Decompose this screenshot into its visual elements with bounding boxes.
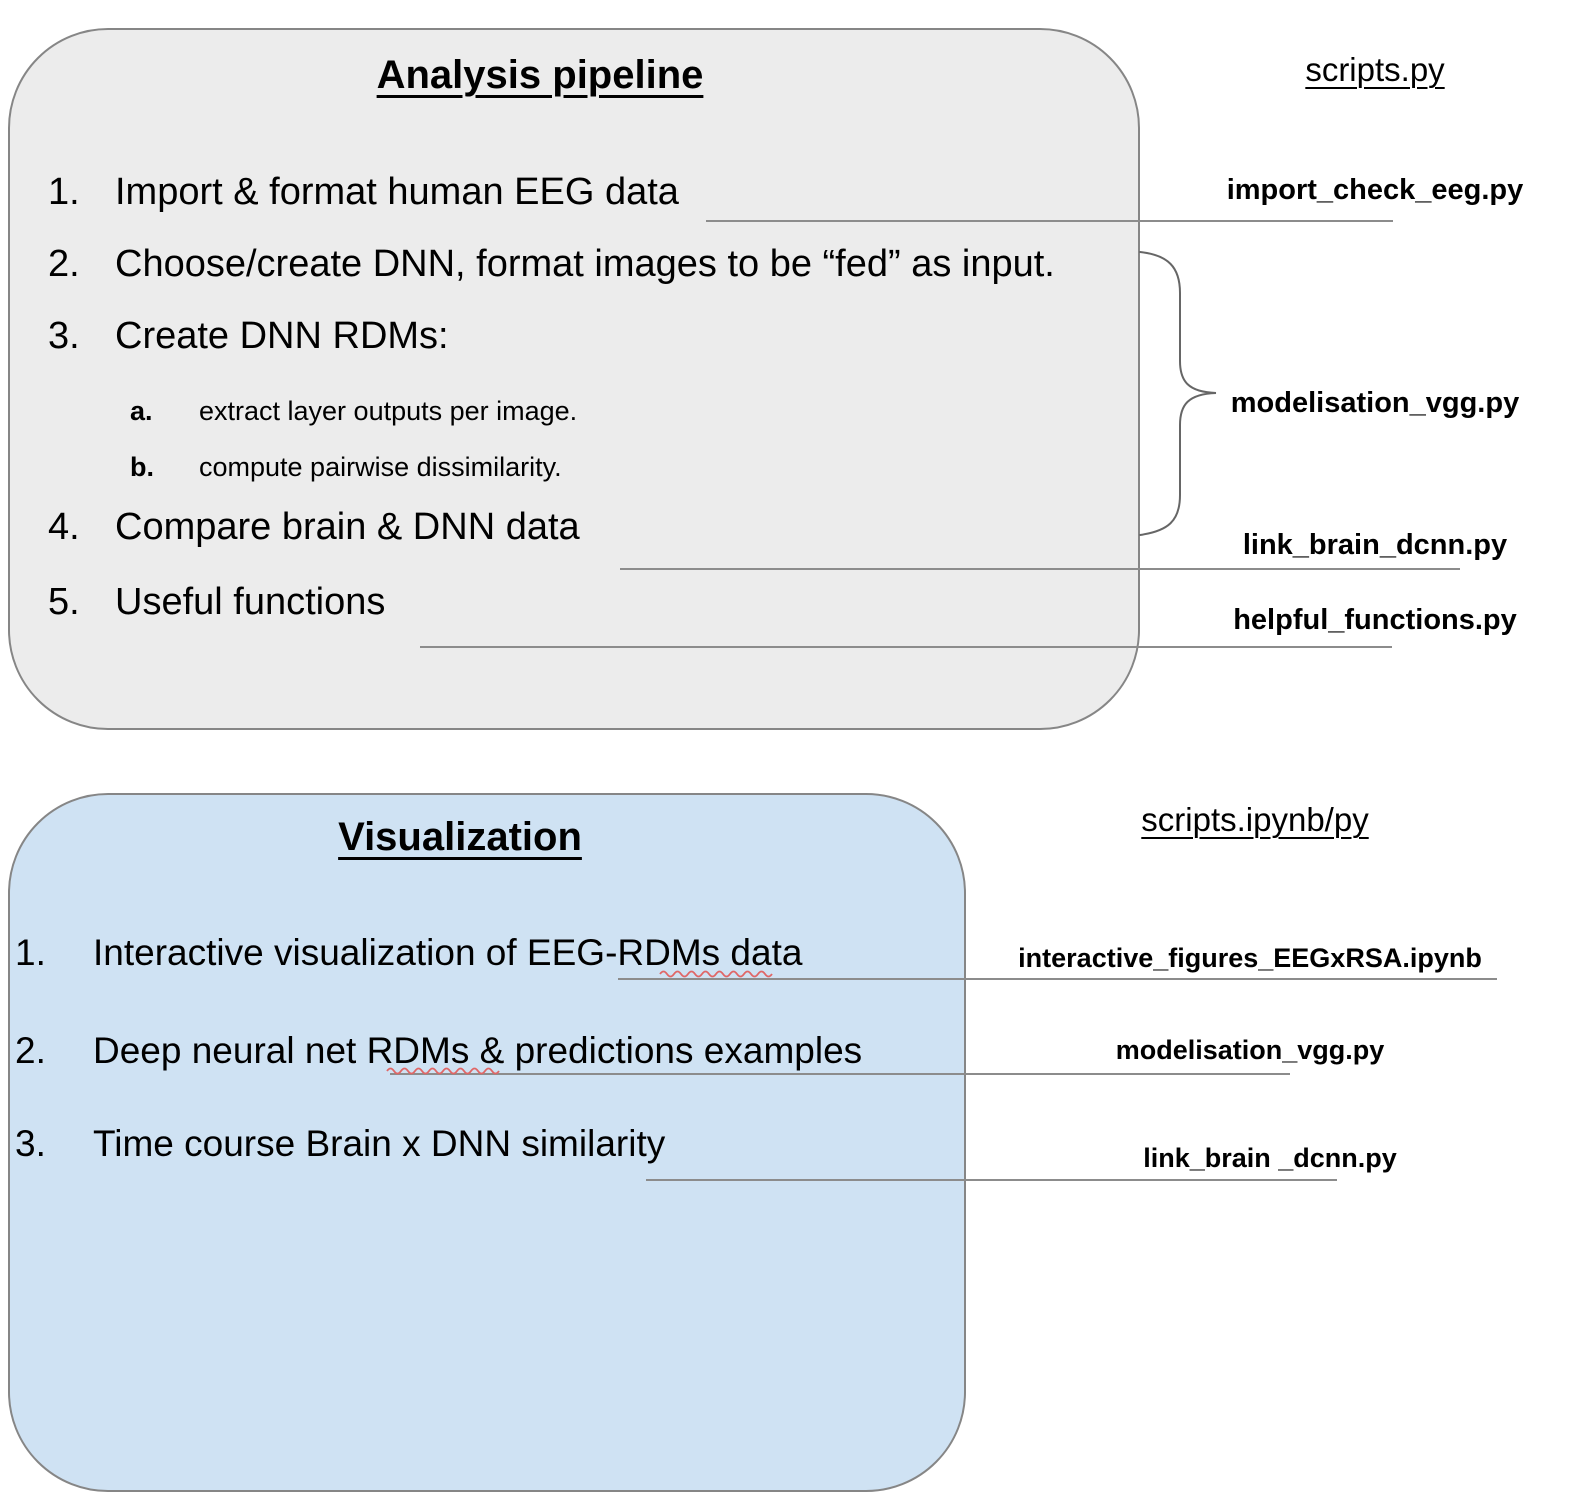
item-number: 3. [48,315,80,357]
item-label: Time course Brain x DNN similarity [93,1123,666,1164]
item-label: Choose/create DNN, format images to be “… [115,243,1055,285]
connector-line-timecourse [646,1179,1337,1181]
file-modelisation-vgg-2: modelisation_vgg.py [1115,1035,1385,1065]
visualization-box [8,793,966,1492]
item-label: Create DNN RDMs: [115,315,449,357]
file-link-brain-dcnn: link_brain_dcnn.py [1242,529,1508,561]
spellcheck-squiggle [386,1067,500,1075]
item-label: Import & format human EEG data [115,171,679,213]
curly-brace [1139,251,1217,536]
analysis-pipeline-box [8,28,1140,730]
file-import-check-eeg: import_check_eeg.py [1226,174,1524,206]
pipeline-item-1: 1. Import & format human EEG data [48,171,679,215]
item-label: Deep neural net RDMs & predictions examp… [93,1030,863,1071]
item-number: 4. [48,506,80,548]
item-label: Useful functions [115,581,386,623]
item-number: a. [130,396,153,426]
analysis-pipeline-title: Analysis pipeline [376,53,704,97]
item-label: Compare brain & DNN data [115,506,580,548]
pipeline-item-3: 3. Create DNN RDMs: [48,315,449,359]
file-link-brain-dcnn-2: link_brain _dcnn.py [1143,1143,1397,1173]
item-number: b. [130,452,154,482]
item-number: 5. [48,581,80,623]
file-interactive-figures: interactive_figures_EEGxRSA.ipynb [1018,943,1482,973]
connector-line-interactive [618,978,1497,980]
pipeline-item-5: 5. Useful functions [48,581,385,625]
viz-item-1: 1. Interactive visualization of EEG-RDMs… [15,932,802,975]
item-number: 2. [48,243,80,285]
pipeline-item-4: 4. Compare brain & DNN data [48,506,580,550]
spellcheck-squiggle [659,970,773,978]
item-number: 2. [15,1030,46,1071]
pipeline-subitem-b: b. compute pairwise dissimilarity. [130,452,562,483]
item-label: compute pairwise dissimilarity. [199,452,562,482]
connector-line-helpful [420,646,1392,648]
connector-line-eeg [706,220,1393,222]
viz-item-3: 3. Time course Brain x DNN similarity [15,1123,665,1166]
item-number: 1. [15,932,46,973]
item-number: 3. [15,1123,46,1164]
file-helpful-functions: helpful_functions.py [1233,604,1517,636]
file-modelisation-vgg: modelisation_vgg.py [1230,387,1520,419]
item-number: 1. [48,171,80,213]
item-label: extract layer outputs per image. [199,396,578,426]
pipeline-item-2: 2. Choose/create DNN, format images to b… [48,243,1055,287]
viz-item-2: 2. Deep neural net RDMs & predictions ex… [15,1030,862,1073]
visualization-title: Visualization [338,815,582,859]
pipeline-subitem-a: a. extract layer outputs per image. [130,396,577,427]
connector-line-link-brain [620,568,1460,570]
scripts-ipynb-header: scripts.ipynb/py [1141,801,1369,838]
item-label: Interactive visualization of EEG-RDMs da… [93,932,803,973]
connector-line-modelisation [390,1073,1290,1075]
scripts-py-header: scripts.py [1305,51,1445,88]
